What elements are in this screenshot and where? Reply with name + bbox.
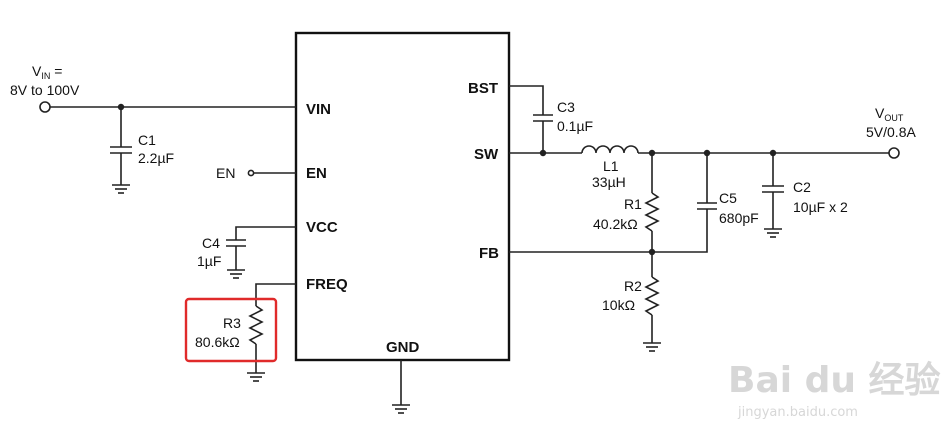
pin-freq-label: FREQ: [306, 276, 348, 293]
enable-input: EN: [216, 165, 296, 181]
capacitor-c1: C1 2.2µF: [110, 107, 174, 185]
c5-ref: C5: [719, 190, 737, 206]
switch-net: [509, 149, 582, 157]
feedback-net: [509, 248, 656, 256]
ground-symbol: [112, 184, 130, 194]
c4-ref: C4: [202, 235, 220, 251]
ic-body: [294, 31, 511, 362]
capacitor-c3: C3 0.1µF: [509, 85, 593, 153]
c1-value: 2.2µF: [138, 150, 174, 166]
ic-ground: [392, 360, 410, 414]
pin-sw-label: SW: [474, 146, 499, 163]
inductor-l1: L1 33µH: [581, 145, 639, 190]
vin-terminal: [39, 101, 51, 113]
pin-gnd-label: GND: [386, 339, 420, 356]
input-net: VIN = 8V to 100V: [10, 63, 296, 113]
r2-value: 10kΩ: [602, 297, 635, 313]
vout-label: VOUT: [875, 105, 904, 123]
watermark-url: jingyan.baidu.com: [737, 405, 858, 420]
capacitor-c5: C5 680pF: [652, 153, 759, 253]
resistor-r3: R3 80.6kΩ: [195, 283, 296, 373]
c5-value: 680pF: [719, 210, 759, 226]
r3-value: 80.6kΩ: [195, 334, 240, 350]
resistor-r1: R1 40.2kΩ: [593, 153, 660, 252]
pin-vin-label: VIN: [306, 101, 331, 118]
pin-fb-label: FB: [479, 245, 499, 262]
vin-label: VIN =: [32, 63, 62, 81]
c3-value: 0.1µF: [557, 118, 593, 134]
junction-dot: [539, 149, 547, 157]
r2-ref: R2: [624, 278, 642, 294]
c2-ref: C2: [793, 179, 811, 195]
c4-value: 1µF: [197, 253, 221, 269]
ground-symbol: [247, 372, 265, 382]
ground-symbol: [227, 269, 245, 279]
l1-value: 33µH: [592, 174, 626, 190]
capacitor-c2: C2 10µF x 2: [762, 153, 848, 229]
output-net: VOUT 5V/0.8A: [638, 105, 916, 159]
pin-bst-label: BST: [468, 80, 498, 97]
ground-symbol: [643, 342, 661, 352]
l1-ref: L1: [603, 158, 619, 174]
vout-terminal: [888, 147, 900, 159]
watermark: Bai du 经验 jingyan.baidu.com: [728, 360, 941, 420]
c3-ref: C3: [557, 99, 575, 115]
en-terminal: [247, 169, 255, 177]
pin-vcc-label: VCC: [306, 219, 338, 236]
r3-ref: R3: [223, 315, 241, 331]
c1-ref: C1: [138, 132, 156, 148]
vin-range-label: 8V to 100V: [10, 82, 80, 98]
capacitor-c4: C4 1µF: [197, 226, 296, 270]
en-label: EN: [216, 165, 235, 181]
r1-ref: R1: [624, 196, 642, 212]
resistor-r2: R2 10kΩ: [602, 252, 660, 343]
r3-highlight-box: [184, 297, 278, 363]
pin-en-label: EN: [306, 165, 327, 182]
watermark-logo: Bai du 经验: [728, 360, 941, 401]
vout-rating-label: 5V/0.8A: [866, 124, 916, 140]
c2-value: 10µF x 2: [793, 199, 848, 215]
ground-symbol: [764, 228, 782, 238]
r1-value: 40.2kΩ: [593, 216, 638, 232]
